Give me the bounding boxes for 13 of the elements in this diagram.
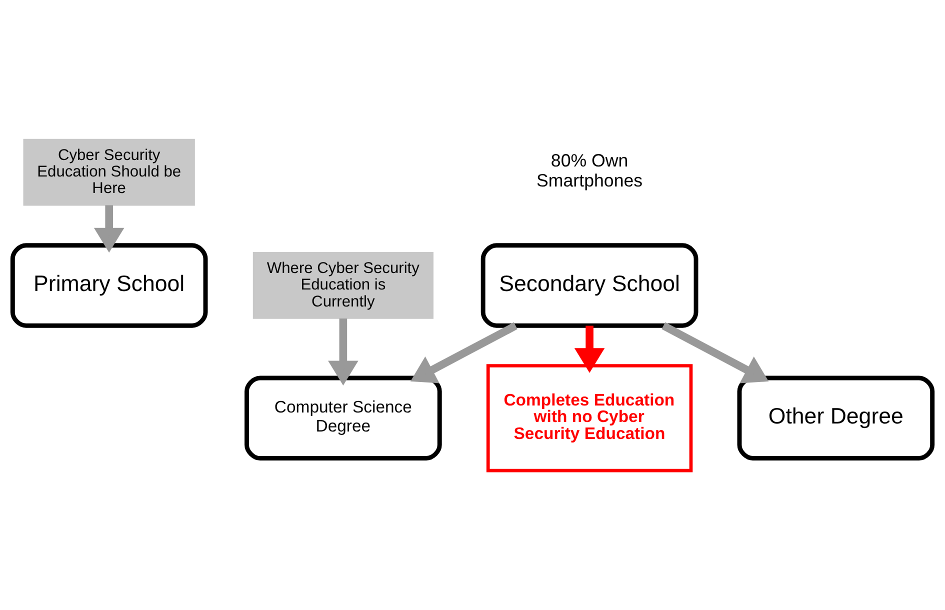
arrow bbox=[662, 322, 769, 384]
arrow bbox=[328, 318, 358, 386]
node-box: Other Degree bbox=[737, 376, 935, 460]
node-box: Secondary School bbox=[480, 243, 698, 328]
node-box: Computer Science Degree bbox=[244, 376, 442, 460]
node-box: Cyber Security Education Should be Here bbox=[23, 138, 195, 206]
arrow bbox=[410, 322, 518, 384]
node-box: Primary School bbox=[10, 243, 208, 328]
arrow bbox=[94, 205, 124, 253]
node-box: Completes Education with no Cyber Security Education bbox=[486, 364, 693, 472]
node-label: 80% Own Smartphones bbox=[536, 150, 643, 191]
arrow bbox=[574, 326, 605, 373]
node-box: Where Cyber Security Education is Currently bbox=[252, 252, 434, 319]
